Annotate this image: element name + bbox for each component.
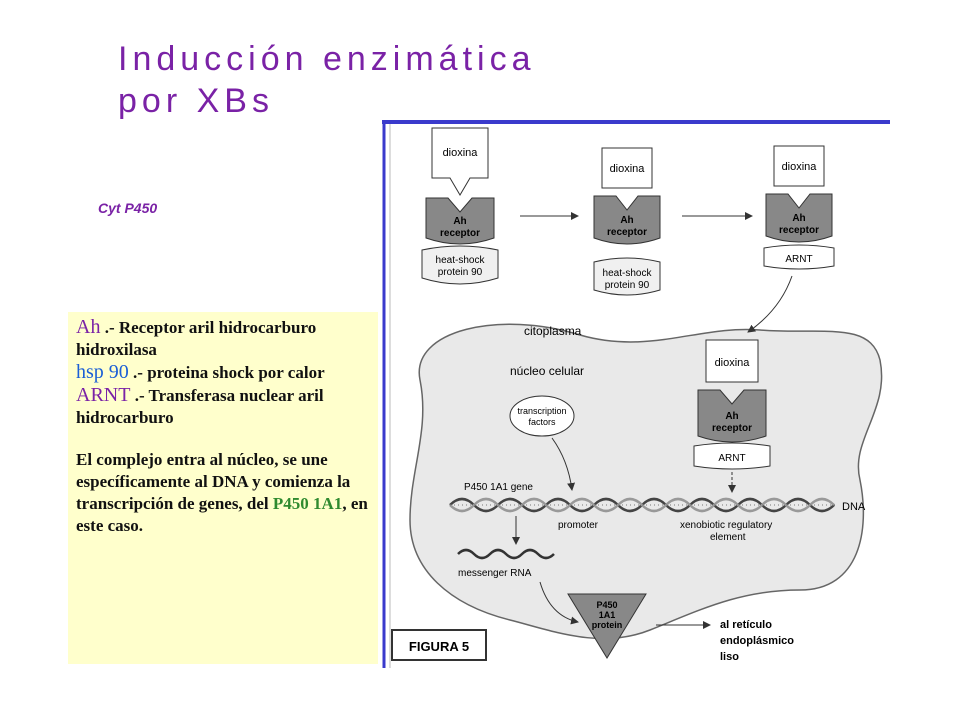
xre-label-2: element bbox=[710, 532, 746, 543]
er-label-1: al retículo bbox=[720, 619, 772, 631]
er-label-3: liso bbox=[720, 651, 739, 663]
nucleus-label: núcleo celular bbox=[510, 364, 584, 378]
hsp-shape-1 bbox=[421, 245, 499, 285]
term-ah: Ah bbox=[76, 316, 101, 338]
term-hsp: hsp 90 bbox=[76, 361, 129, 383]
dioxin-label-1: dioxina bbox=[443, 147, 479, 159]
arrow-3-4 bbox=[747, 275, 793, 333]
arnt-shape-3 bbox=[763, 244, 835, 270]
receptor-label-3b: receptor bbox=[779, 225, 819, 236]
receptor-label-4a: Ah bbox=[725, 411, 738, 422]
dna-helix bbox=[449, 497, 835, 513]
mrna-strand bbox=[457, 548, 555, 560]
arnt-label-3: ARNT bbox=[785, 254, 812, 265]
receptor-label-4b: receptor bbox=[712, 423, 752, 434]
definition-ah: Ah .- Receptor aril hidrocarburo hidroxi… bbox=[76, 316, 370, 361]
term-arnt: ARNT bbox=[76, 384, 131, 406]
hsp-label-1a: heat-shock bbox=[436, 255, 486, 266]
def-ah: .- Receptor aril hidrocarburo hidroxilas… bbox=[76, 318, 317, 359]
receptor-label-1a: Ah bbox=[453, 216, 466, 227]
transcription-factors-shape bbox=[509, 395, 575, 437]
dioxin-label-4: dioxina bbox=[715, 357, 751, 369]
definition-arnt: ARNT .- Transferasa nuclear aril hidroca… bbox=[76, 384, 370, 429]
definition-hsp: hsp 90 .- proteina shock por calor bbox=[76, 361, 370, 384]
receptor-label-2b: receptor bbox=[607, 227, 647, 238]
slide-title: Inducción enzimática por XBs bbox=[118, 38, 536, 122]
dioxin-label-2: dioxina bbox=[610, 163, 646, 175]
promoter-label: promoter bbox=[558, 520, 599, 531]
explanation-paragraph: El complejo entra al núcleo, se une espe… bbox=[76, 449, 370, 537]
mrna-label: messenger RNA bbox=[458, 568, 532, 579]
complex-4: dioxina Ah receptor ARNT bbox=[693, 339, 771, 470]
complex-1: dioxina Ah receptor heat-shock protein 9… bbox=[421, 127, 499, 285]
arnt-shape-4 bbox=[693, 442, 771, 470]
hsp-label-1b: protein 90 bbox=[438, 267, 483, 278]
xre-label-1: xenobiotic regulatory bbox=[680, 520, 772, 531]
receptor-label-2a: Ah bbox=[620, 215, 633, 226]
cytoplasm-label: citoplasma bbox=[524, 324, 582, 338]
para-after: , en este caso. bbox=[76, 494, 368, 535]
protein-label-2: 1A1 bbox=[599, 610, 616, 620]
receptor-shape-1 bbox=[425, 197, 495, 245]
dioxin-shape-1 bbox=[431, 127, 489, 196]
transcription-factors-label-2: factors bbox=[528, 417, 556, 427]
def-hsp: .- proteina shock por calor bbox=[128, 363, 325, 382]
dioxin-shape-3 bbox=[773, 145, 825, 187]
para-highlight: P450 1A1 bbox=[272, 494, 343, 513]
hsp-shape-2 bbox=[593, 257, 661, 296]
complex-3: dioxina Ah receptor ARNT bbox=[763, 145, 835, 270]
protein-label-1: P450 bbox=[596, 600, 617, 610]
hsp-label-2a: heat-shock bbox=[603, 268, 653, 279]
transcription-factors-label-1: transcription bbox=[517, 406, 566, 416]
complex-2: dioxina Ah receptor heat-shock protein 9… bbox=[593, 147, 661, 296]
protein-label-3: protein bbox=[592, 620, 623, 630]
figure-label: FIGURA 5 bbox=[409, 639, 469, 654]
receptor-label-1b: receptor bbox=[440, 228, 480, 239]
figure-label-box bbox=[391, 629, 487, 661]
dna-label: DNA bbox=[842, 501, 866, 513]
arnt-label-4: ARNT bbox=[718, 453, 745, 464]
para-before: El complejo entra al núcleo, se une espe… bbox=[76, 450, 351, 513]
receptor-shape-4 bbox=[697, 389, 767, 443]
dioxin-shape-2 bbox=[601, 147, 653, 189]
arrow-tf-dna bbox=[551, 437, 576, 491]
def-arnt: .- Transferasa nuclear aril hidrocarburo bbox=[76, 386, 324, 427]
er-label-2: endoplásmico bbox=[720, 635, 794, 647]
definitions-textbox: Ah .- Receptor aril hidrocarburo hidroxi… bbox=[68, 312, 378, 664]
cyt-p450-label: Cyt P450 bbox=[98, 200, 158, 216]
title-line-1: Inducción enzimática bbox=[118, 40, 536, 78]
receptor-shape-3 bbox=[765, 193, 833, 243]
dioxin-shape-4 bbox=[705, 339, 759, 383]
protein-shape bbox=[567, 593, 647, 659]
hsp-label-2b: protein 90 bbox=[605, 280, 650, 291]
figure-5-diagram: dioxina Ah receptor heat-shock protein 9… bbox=[380, 120, 892, 668]
receptor-label-3a: Ah bbox=[792, 213, 805, 224]
receptor-shape-2 bbox=[593, 195, 661, 245]
dioxin-label-3: dioxina bbox=[782, 161, 818, 173]
definitions-text: Ah .- Receptor aril hidrocarburo hidroxi… bbox=[76, 316, 370, 537]
gene-label: P450 1A1 gene bbox=[464, 482, 533, 493]
arrow-mrna-protein bbox=[539, 581, 579, 625]
title-line-2: por XBs bbox=[118, 82, 274, 120]
